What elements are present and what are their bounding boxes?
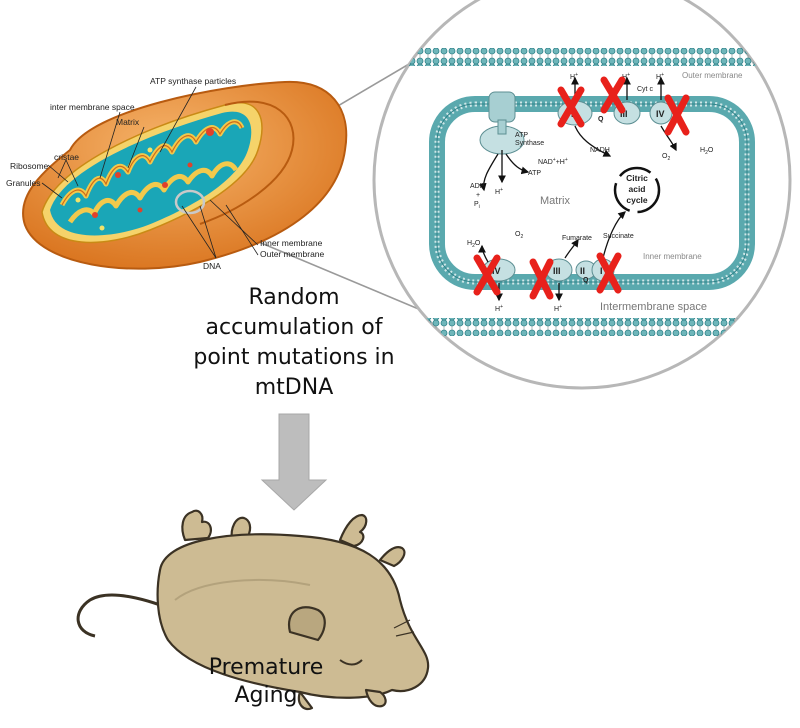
mutation-caption: Random accumulation of point mutations i… — [193, 285, 394, 400]
mutation-x-complex-i — [557, 86, 585, 128]
pi-label: Pi — [474, 201, 480, 210]
label-inter-membrane-space: inter membrane space — [50, 102, 135, 112]
complex-i-bottom-label: I — [600, 266, 603, 276]
label-atp-synthase-particles: ATP synthase particles — [150, 76, 236, 86]
cyt-c-label: Cyt c — [637, 86, 653, 93]
caption-line-3: point mutations in — [193, 345, 394, 370]
h-plus-iv-label: H+ — [656, 72, 664, 81]
mito-labels: ATP synthase particles inter membrane sp… — [6, 76, 325, 271]
atp-product-label: ATP — [528, 170, 541, 177]
adp-label: ADP — [470, 183, 485, 190]
complex-iv-label: IV — [656, 109, 665, 119]
label-dna: DNA — [203, 261, 221, 271]
outer-membrane-zoom-label: Outer membrane — [682, 71, 743, 80]
quinone-label: Q — [598, 116, 604, 123]
complex-iii-bottom-label: III — [553, 266, 561, 276]
zoom-panel: I III IV IV III II I Q Q Citric acid cyc… — [372, 0, 792, 390]
quinone-bottom-label: Q — [583, 277, 589, 284]
h2o-top-label: H2O — [700, 147, 714, 156]
h-plus-iv-bottom-label: H+ — [495, 304, 503, 313]
caption-line-1: Random — [248, 285, 339, 310]
complex-iii-label: III — [620, 109, 628, 119]
label-matrix: Matrix — [116, 117, 140, 127]
h-plus-i-label: H+ — [570, 72, 578, 81]
o2-bottom-label: O2 — [515, 231, 523, 240]
mitochondrion-illustration — [22, 80, 348, 270]
h2o-bottom-label: H2O — [467, 240, 481, 249]
inner-membrane-zoom-label: Inner membrane — [643, 252, 702, 261]
atp-synthase-label-2: Synthase — [515, 140, 544, 147]
label-granules: Granules — [6, 178, 41, 188]
label-inner-membrane: Inner membrane — [260, 238, 323, 248]
intermembrane-space-label: Intermembrane space — [600, 301, 707, 313]
mutation-x-bottom-i — [596, 252, 622, 294]
matrix-zoom-label: Matrix — [540, 195, 570, 207]
outer-membrane-bottom — [374, 318, 790, 336]
complex-ii-label: II — [580, 266, 585, 276]
succinate-label: Succinate — [603, 233, 634, 240]
h-plus-iii-bottom-label: H+ — [554, 304, 562, 313]
citric-acid-cycle: Citric acid cycle — [613, 166, 661, 214]
atp-synthase — [479, 91, 525, 155]
mito-leader-lines — [41, 86, 259, 259]
rat-illustration — [76, 509, 430, 711]
fumarate-label: Fumarate — [562, 235, 592, 242]
plus-label: + — [476, 192, 480, 199]
down-arrow-icon — [260, 413, 328, 511]
label-outer-membrane: Outer membrane — [260, 249, 325, 259]
result-line-1: Premature — [209, 655, 324, 680]
citric-label-3: cycle — [626, 195, 648, 205]
nadh-label: NADH — [590, 147, 610, 154]
mutation-x-bottom-iv — [473, 254, 501, 296]
mutation-x-complex-iii — [600, 76, 626, 114]
outer-membrane-top — [374, 48, 790, 66]
o2-top-label: O2 — [662, 153, 670, 162]
caption-line-2: accumulation of — [206, 315, 384, 340]
citric-label-2: acid — [628, 184, 645, 194]
mutation-x-bottom-iii — [529, 258, 554, 300]
result-line-2: Aging — [234, 683, 297, 708]
label-ribosome: Ribosome — [10, 161, 49, 171]
label-cristae: cristae — [54, 152, 79, 162]
nad-label: NAD++H+ — [538, 157, 568, 166]
result-caption: Premature Aging — [209, 655, 324, 708]
complex-iv-bottom-label: IV — [492, 266, 501, 276]
citric-label-1: Citric — [626, 173, 648, 183]
h-plus-iii-label: H+ — [622, 72, 630, 81]
atp-synthase-label-1: ATP — [515, 132, 528, 139]
caption-line-4: mtDNA — [255, 375, 334, 400]
reaction-arrows — [478, 76, 677, 302]
mutation-marks — [473, 76, 690, 300]
mutation-x-complex-iv — [664, 94, 690, 136]
h-plus-atp-label: H+ — [495, 187, 503, 196]
